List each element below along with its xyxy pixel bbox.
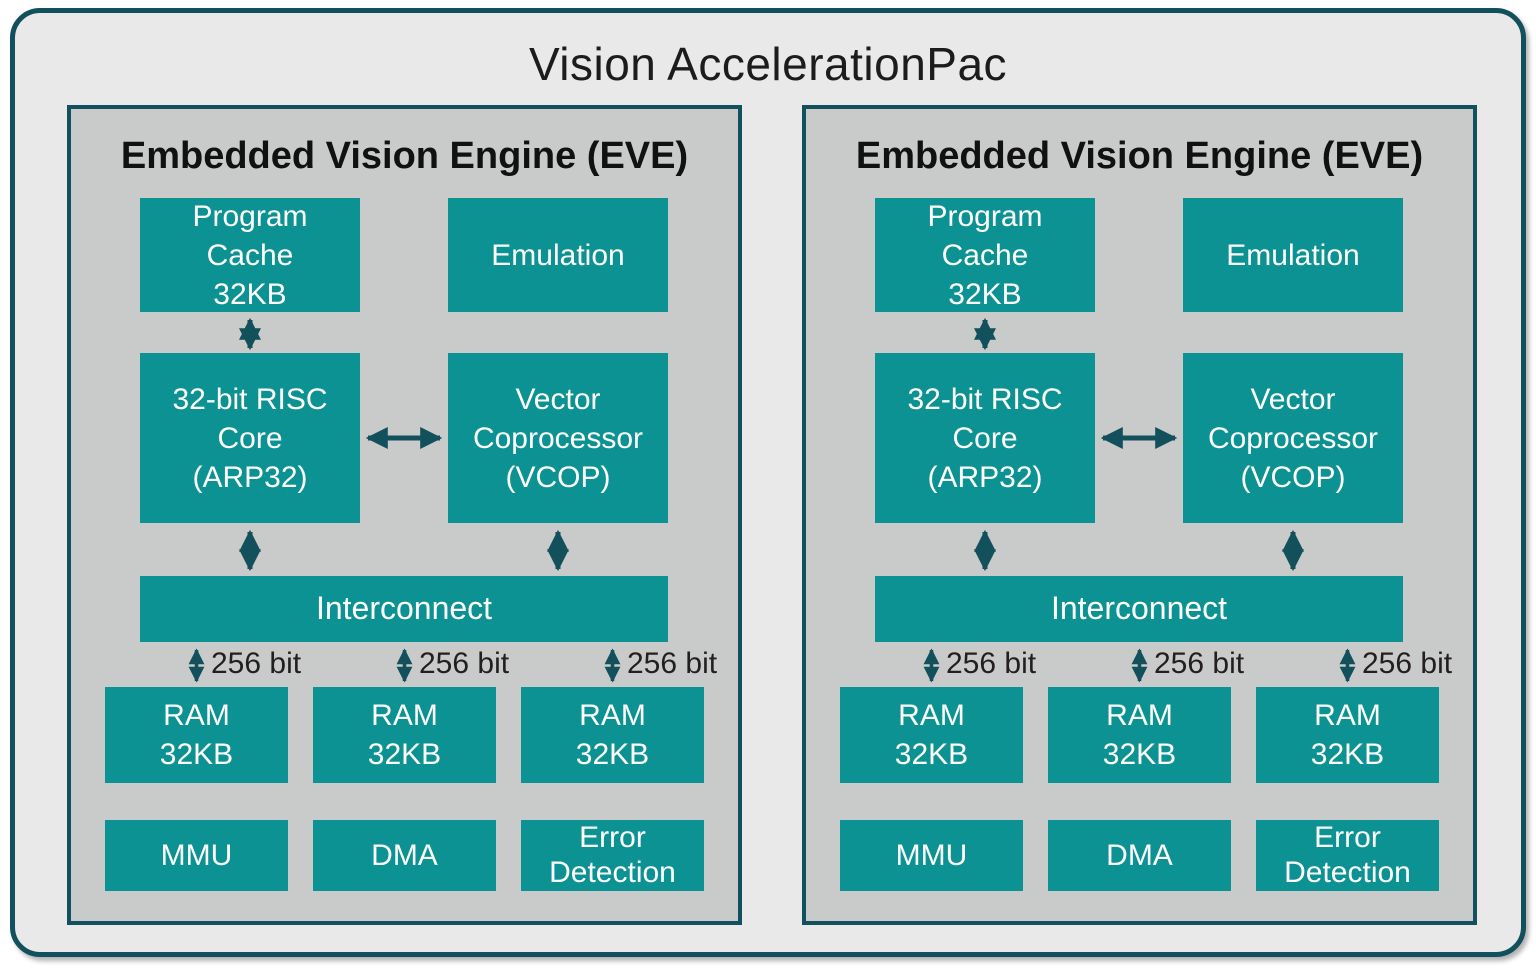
block-interconnect: Interconnect: [875, 576, 1403, 642]
block-ram-3: RAM 32KB: [1256, 687, 1439, 783]
block-ram-1: RAM 32KB: [840, 687, 1023, 783]
block-program-cache: Program Cache 32KB: [140, 198, 360, 312]
block-vector-coprocessor: Vector Coprocessor (VCOP): [448, 353, 668, 523]
eve-panel-1: Embedded Vision Engine (EVE) Program Cac…: [67, 105, 742, 925]
block-dma: DMA: [313, 820, 496, 891]
accelerationpac-container: Vision AccelerationPac Embedded Vision E…: [10, 8, 1526, 957]
block-mmu: MMU: [105, 820, 288, 891]
bus-width-label-1: 256 bit: [211, 647, 302, 680]
block-ram-2: RAM 32KB: [313, 687, 496, 783]
block-emulation: Emulation: [1183, 198, 1403, 312]
block-emulation: Emulation: [448, 198, 668, 312]
block-dma: DMA: [1048, 820, 1231, 891]
eve-title: Embedded Vision Engine (EVE): [855, 135, 1424, 177]
bus-width-label-3: 256 bit: [1362, 647, 1453, 680]
block-interconnect: Interconnect: [140, 576, 668, 642]
block-risc-core: 32-bit RISC Core (ARP32): [140, 353, 360, 523]
block-vector-coprocessor: Vector Coprocessor (VCOP): [1183, 353, 1403, 523]
bus-width-label-2: 256 bit: [419, 647, 510, 680]
bus-width-label-2: 256 bit: [1154, 647, 1245, 680]
block-mmu: MMU: [840, 820, 1023, 891]
bus-width-label-3: 256 bit: [627, 647, 718, 680]
block-program-cache: Program Cache 32KB: [875, 198, 1095, 312]
block-error-detection: Error Detection: [1256, 820, 1439, 891]
eve-title: Embedded Vision Engine (EVE): [120, 135, 689, 177]
diagram-title: Vision AccelerationPac: [528, 38, 1008, 90]
block-error-detection: Error Detection: [521, 820, 704, 891]
block-ram-1: RAM 32KB: [105, 687, 288, 783]
block-risc-core: 32-bit RISC Core (ARP32): [875, 353, 1095, 523]
block-ram-3: RAM 32KB: [521, 687, 704, 783]
eve-panel-2: Embedded Vision Engine (EVE) Program Cac…: [802, 105, 1477, 925]
bus-width-label-1: 256 bit: [946, 647, 1037, 680]
block-ram-2: RAM 32KB: [1048, 687, 1231, 783]
